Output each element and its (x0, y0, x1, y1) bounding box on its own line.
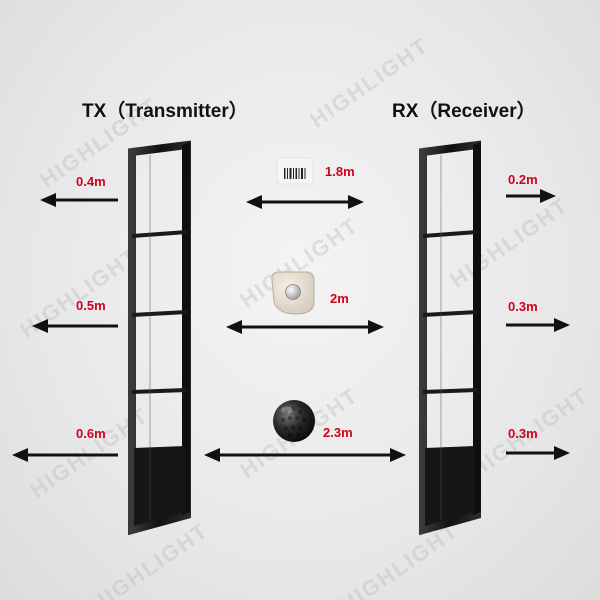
rx-antenna (419, 140, 481, 536)
rx-mid-distance: 0.3m (508, 299, 538, 314)
label-tag-icon (276, 157, 314, 185)
tx-top-arrow (40, 193, 118, 207)
arrows (12, 189, 570, 462)
rx-top-arrow (506, 189, 556, 203)
tx-top-distance: 0.4m (76, 174, 106, 189)
rx-bottom-arrow (506, 446, 570, 460)
between-mid-distance: 2m (330, 291, 349, 306)
tx-mid-distance: 0.5m (76, 298, 106, 313)
between-mid-arrow (226, 320, 384, 334)
tx-bottom-arrow (12, 448, 118, 462)
rx-title: RX（Receiver） (392, 101, 536, 122)
tx-bottom-distance: 0.6m (76, 426, 106, 441)
between-bottom-distance: 2.3m (323, 425, 353, 440)
golf-ball-hard-tag-icon (273, 400, 315, 442)
between-bottom-arrow (204, 448, 406, 462)
between-top-arrow (246, 195, 364, 209)
tx-title: TX（Transmitter） (82, 101, 248, 122)
square-hard-tag-icon (271, 271, 315, 315)
between-top-distance: 1.8m (325, 164, 355, 179)
rx-bottom-distance: 0.3m (508, 426, 538, 441)
rx-top-distance: 0.2m (508, 172, 538, 187)
tx-antenna (128, 140, 191, 536)
rx-mid-arrow (506, 318, 570, 332)
tx-mid-arrow (32, 319, 118, 333)
